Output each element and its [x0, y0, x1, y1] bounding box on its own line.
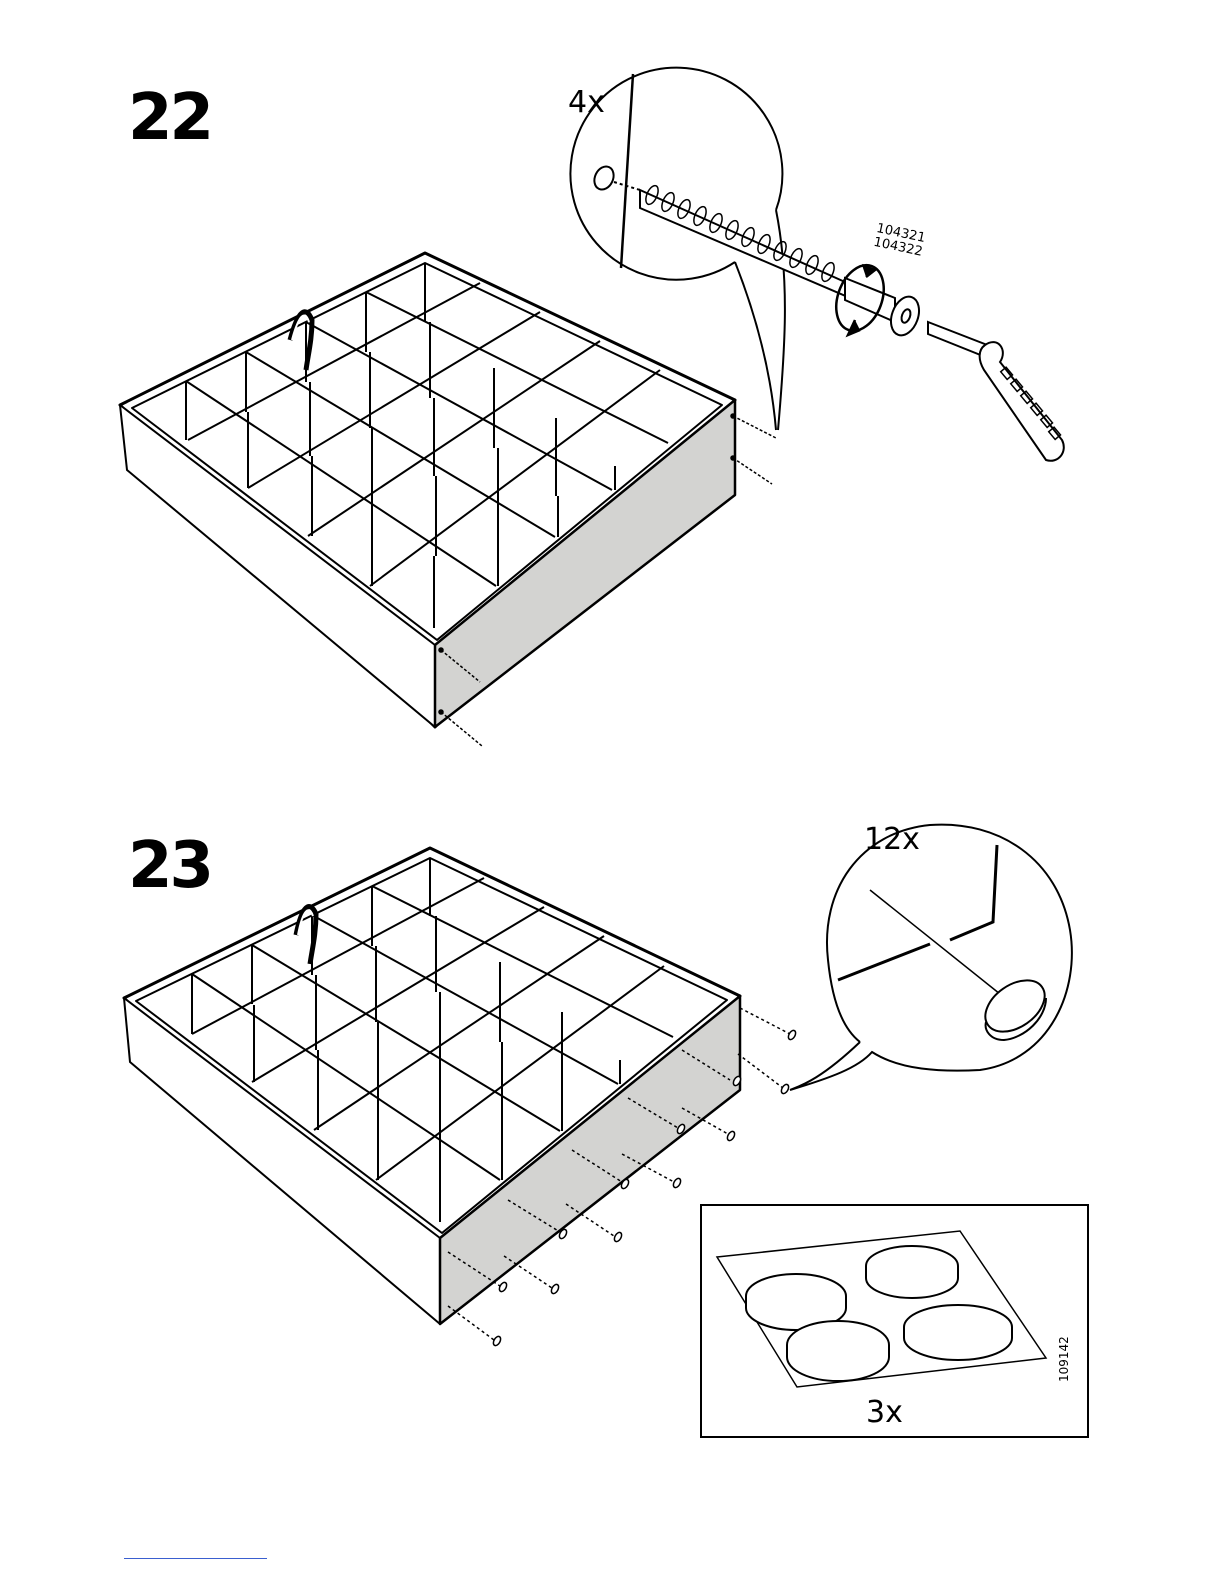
- screw-icon: [640, 184, 924, 339]
- step-number: 22: [128, 86, 211, 150]
- hex-key-icon: [928, 322, 1064, 461]
- step-number: 23: [128, 834, 211, 898]
- pack-quantity-label: 3x: [866, 1398, 903, 1428]
- quantity-label: 12x: [864, 825, 920, 855]
- footer-link-underline: [124, 1558, 267, 1559]
- step-23-shelf-unit: [124, 848, 740, 1324]
- step-22-shelf-unit: [120, 253, 735, 727]
- pack-part-number: 109142: [1058, 1336, 1071, 1382]
- step-23-detail-callout: [790, 825, 1072, 1090]
- quantity-label: 4x: [568, 88, 605, 118]
